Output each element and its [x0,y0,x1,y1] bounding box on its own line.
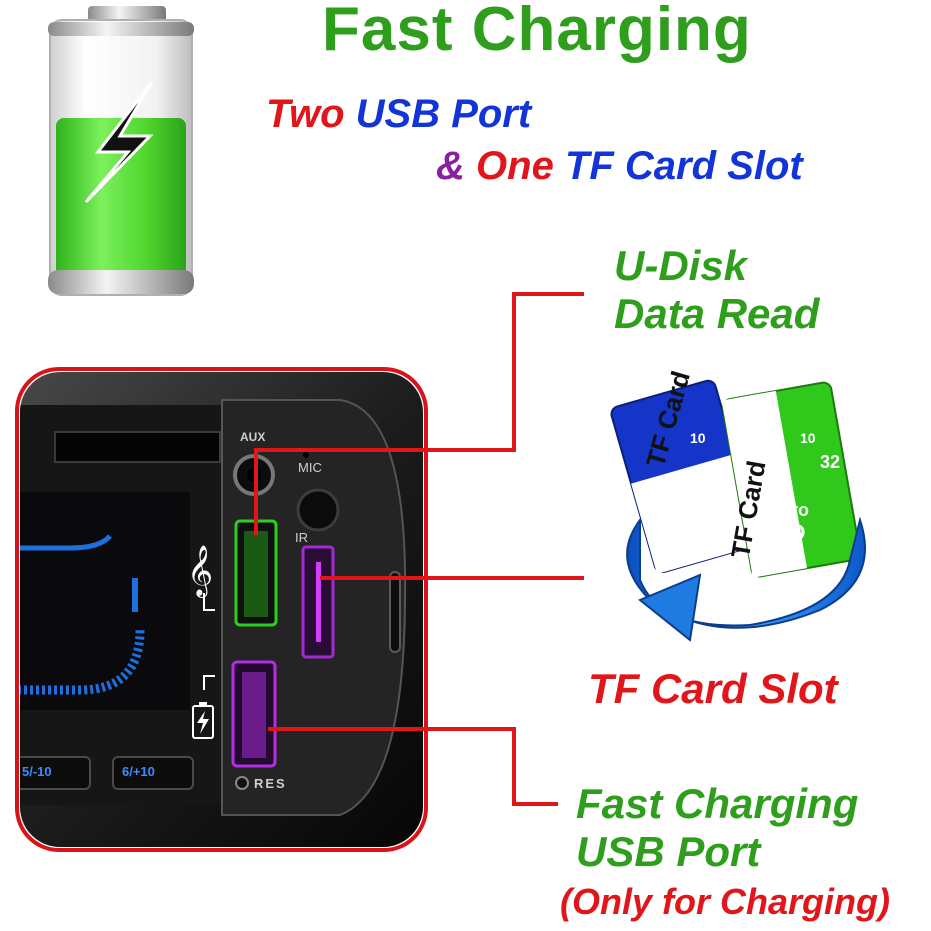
card-micro: micro [760,500,810,520]
card-class-blue: 10 [690,430,706,446]
card-capacity: 32 [820,452,841,472]
callout-udisk-line2: Data Read [614,290,820,337]
callout-udisk: U-Disk Data Read [614,242,819,338]
panel-frame [15,367,428,852]
battery-icon [48,6,194,296]
callout-tf-slot: TF Card Slot [588,665,838,712]
music-note-icon: 𝄞 [187,545,215,611]
card-unit: GB [842,430,857,441]
lightning-icon [84,81,154,204]
card-sd: SD [775,520,806,545]
stereo-panel: 𝄞 [20,372,423,847]
connector-lines [254,292,584,806]
subtitle-two: Two [266,92,345,136]
subtitle-usb-port: USB Port [355,92,532,136]
tf-card-illustration [610,379,866,642]
callout-fast-usb-line1: Fast Charging [576,780,859,827]
headline: Fast Charging [322,0,752,64]
callout-fast-usb-line2: USB Port [576,828,761,875]
subtitle-line-2: & One TF Card Slot [436,144,803,189]
subtitle-one: One [476,144,554,188]
charging-icon [192,675,215,739]
button-5[interactable]: 5/-10 [22,764,52,779]
mic-label: MIC [298,460,322,475]
callout-udisk-line1: U-Disk [614,242,748,289]
refresh-arrow-icon [626,516,866,642]
svg-text:𝄞: 𝄞 [187,545,213,598]
res-label: RES [254,776,287,791]
subtitle-tf-card-slot: TF Card Slot [564,144,803,188]
card-class-green: 10 [800,430,816,446]
subtitle-line-1: Two USB Port [266,92,531,137]
ir-label: IR [295,530,308,545]
button-6[interactable]: 6/+10 [122,764,155,779]
subtitle-ampersand: & [436,144,465,188]
callout-fast-usb-note: (Only for Charging) [560,881,890,922]
aux-label: AUX [240,430,266,444]
callout-fast-usb: Fast Charging USB Port [576,780,858,876]
